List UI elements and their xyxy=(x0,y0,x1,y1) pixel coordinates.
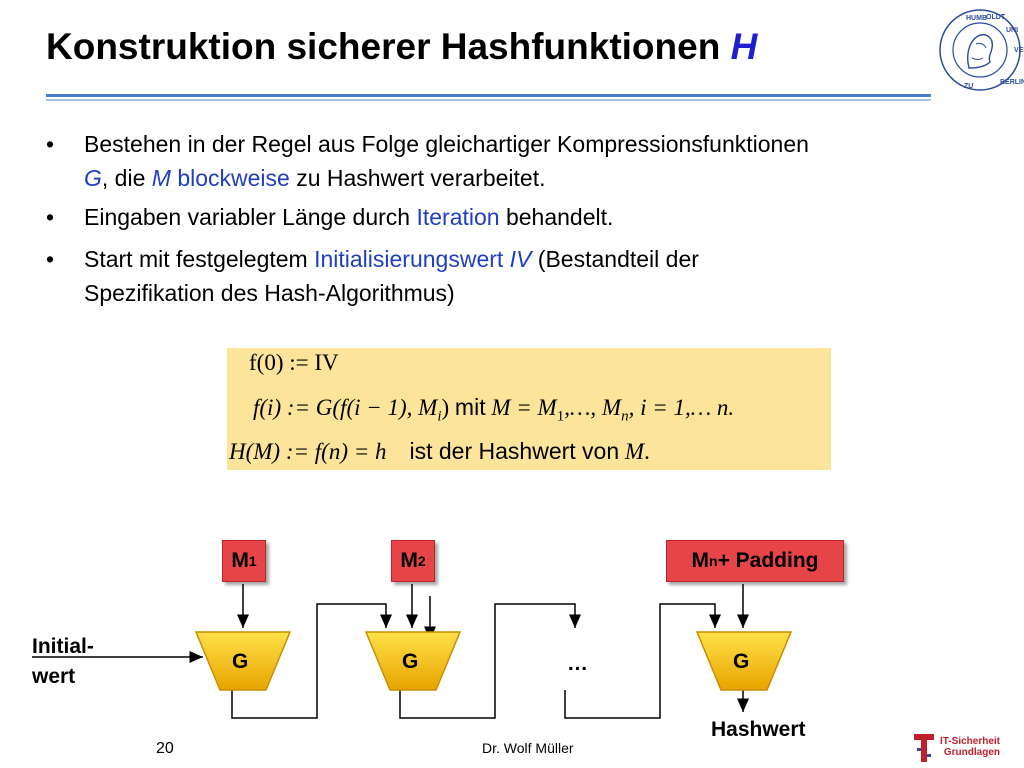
compression-g-1 xyxy=(194,631,292,691)
svg-text:HUMB: HUMB xyxy=(966,15,987,22)
slide-title: Konstruktion sicherer Hashfunktionen H xyxy=(46,26,758,67)
it-security-logo-icon xyxy=(914,734,934,762)
ellipsis: … xyxy=(567,652,588,675)
page-number: 20 xyxy=(156,740,174,757)
compression-g-n xyxy=(695,631,793,691)
formula-line-2: f(i) := G(f(i − 1), Mi) mit M = M1,…, Mn… xyxy=(253,394,735,425)
author: Dr. Wolf Müller xyxy=(482,740,574,756)
initial-value-label: Initial-wert xyxy=(32,635,94,688)
formula-line-3: H(M) := f(n) = h ist der Hashwert von M. xyxy=(229,438,650,464)
title-rule xyxy=(46,94,931,97)
g-label-n: G xyxy=(733,650,750,673)
svg-text:OLDT: OLDT xyxy=(986,14,1006,21)
g-label-2: G xyxy=(402,650,419,673)
svg-text:BERLIN: BERLIN xyxy=(1000,79,1024,86)
title-rule-light xyxy=(46,99,931,101)
svg-text:ZU: ZU xyxy=(964,83,973,90)
compression-g-2 xyxy=(364,631,462,691)
svg-text:VER: VER xyxy=(1014,47,1024,54)
g-label-1: G xyxy=(232,650,249,673)
formula-line-1: f(0) := IV xyxy=(249,350,339,375)
formula-box: f(0) := IV f(i) := G(f(i − 1), Mi) mit M… xyxy=(227,348,831,470)
svg-text:UNI: UNI xyxy=(1006,27,1018,34)
hashwert-label: Hashwert xyxy=(711,718,806,741)
